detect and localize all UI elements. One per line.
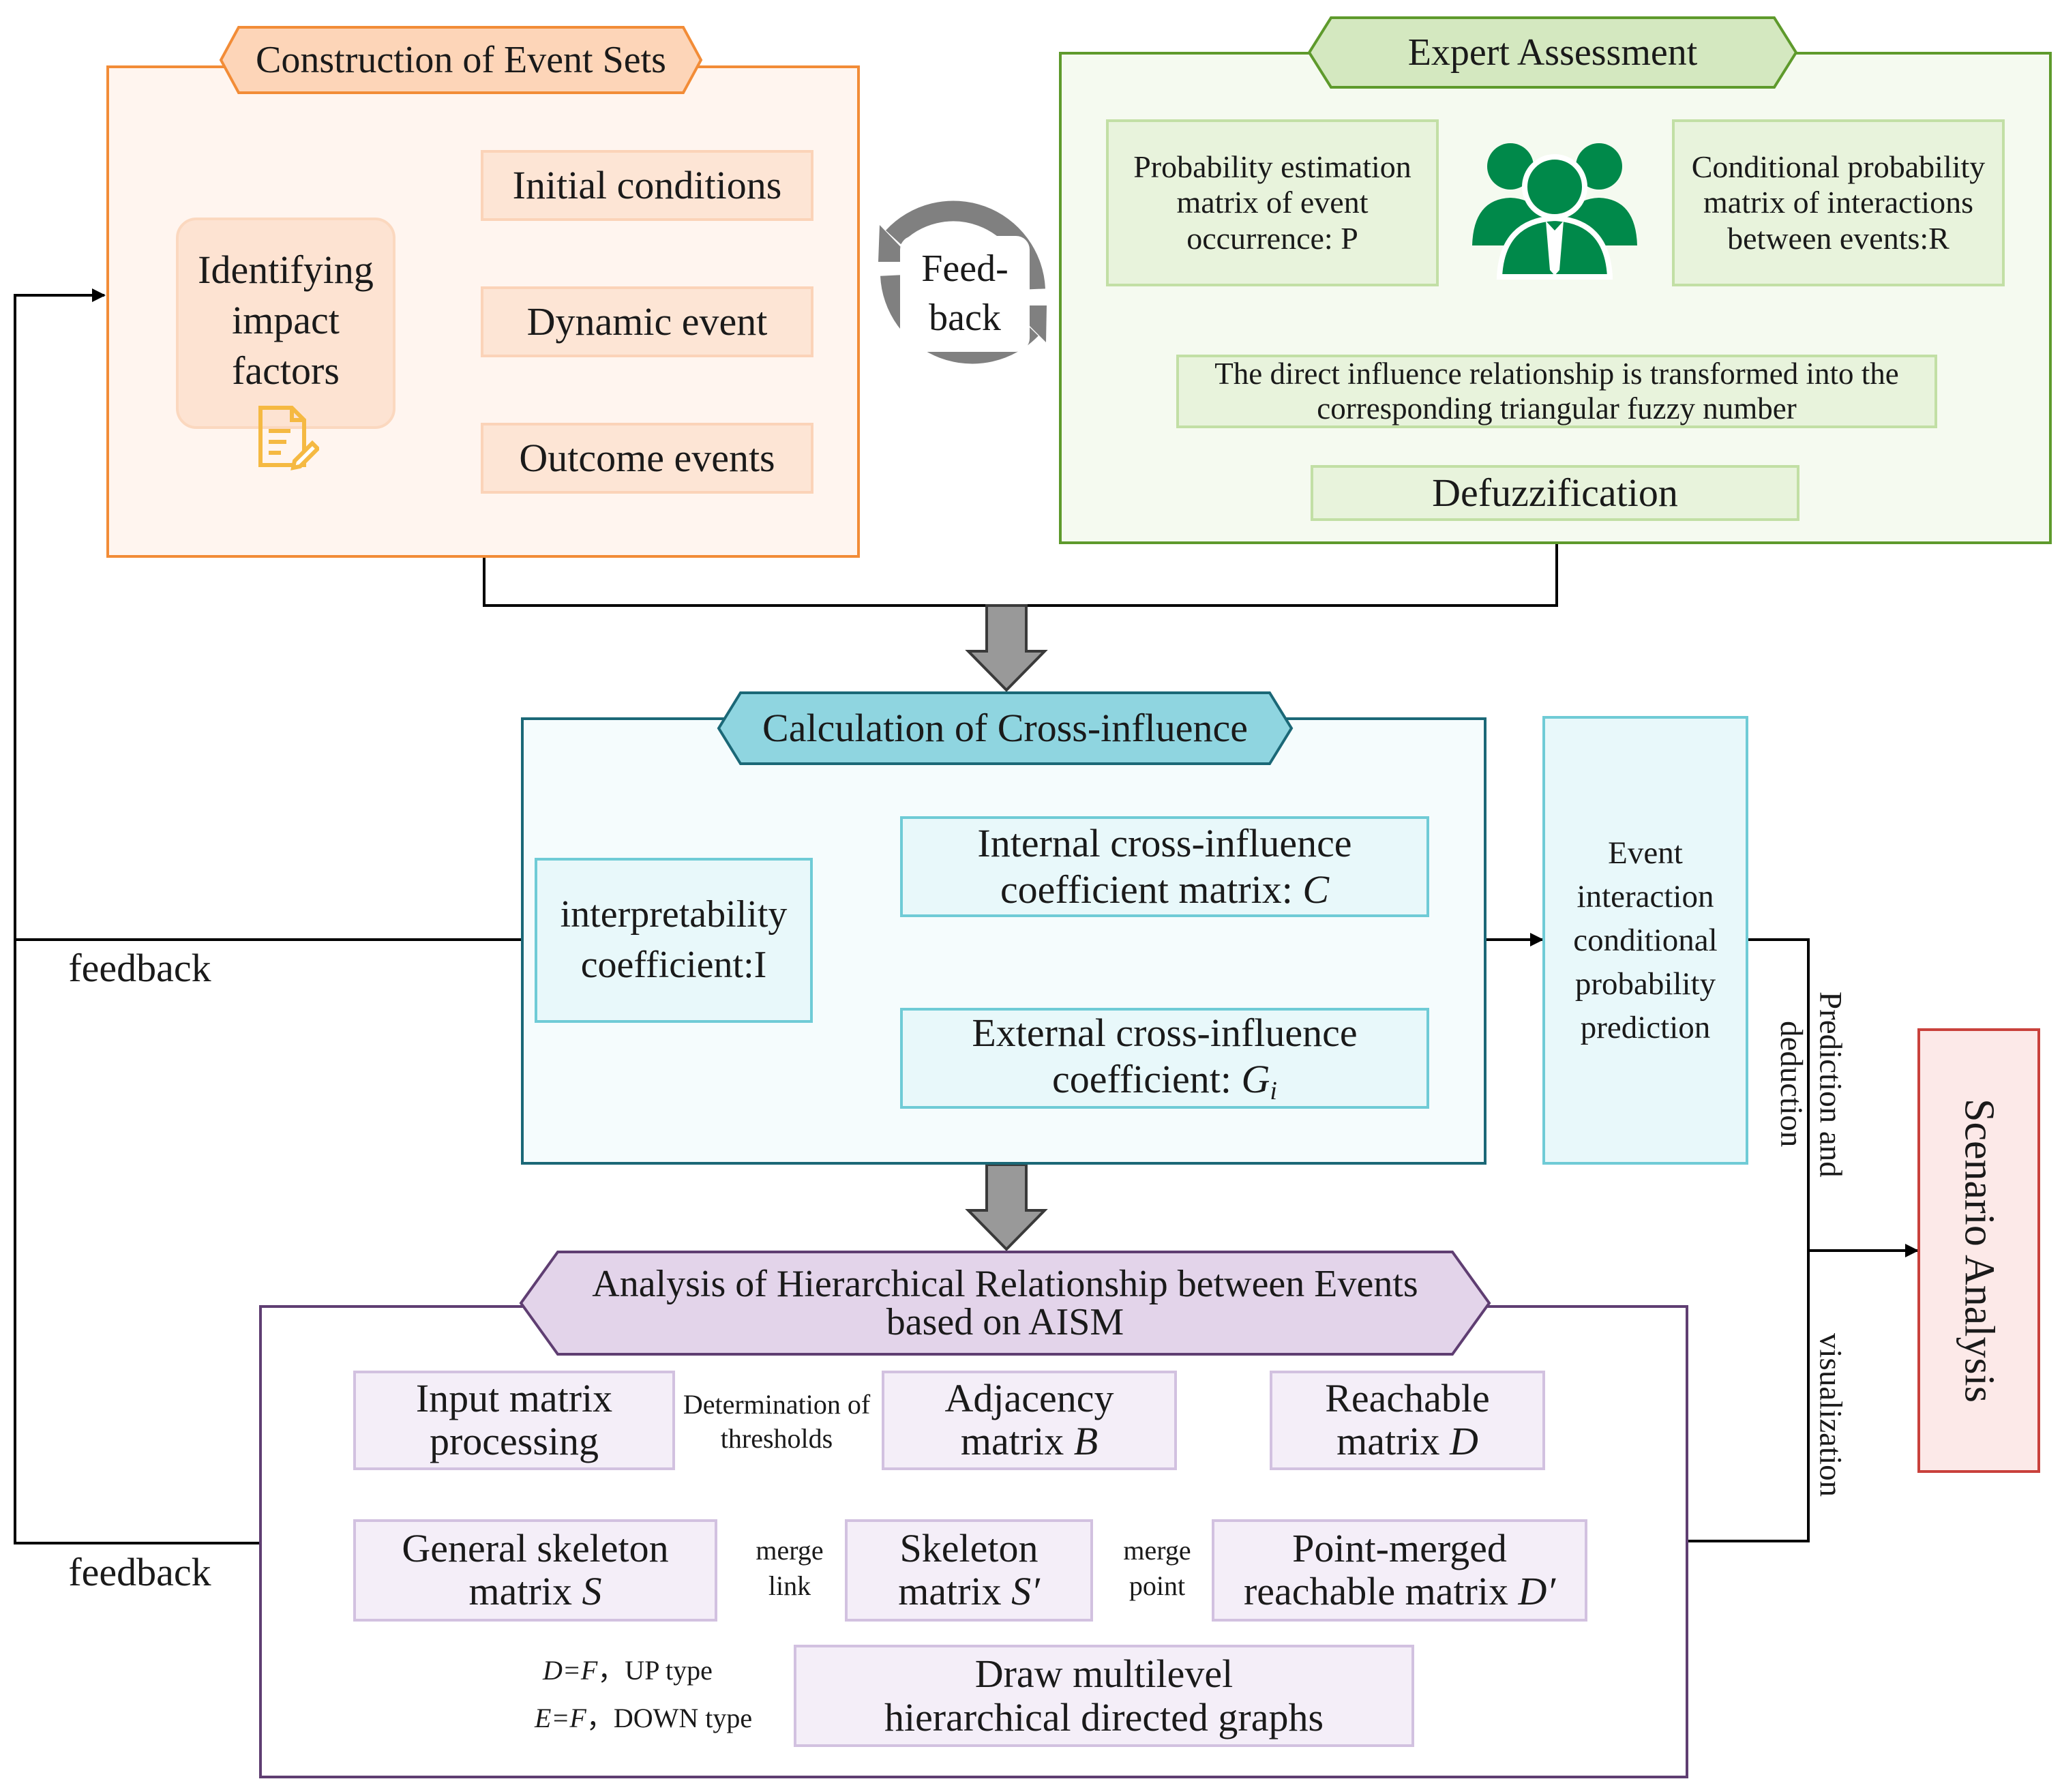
internal-coefficient-text: coefficient matrix:	[1000, 867, 1303, 912]
directed-graphs-box	[794, 1645, 1414, 1747]
reachable-matrix-text: Reachable matrix D	[1289, 1377, 1526, 1463]
expert-title: Expert Assessment	[1407, 31, 1698, 74]
aism-title-line2: based on AISM	[886, 1301, 1124, 1343]
construction-title-banner	[219, 26, 703, 94]
point-merged-matrix-box	[1212, 1519, 1587, 1622]
general-skeleton-symbol: S	[582, 1569, 602, 1613]
skeleton-matrix-label: Skeleton matrix S′	[861, 1519, 1077, 1622]
initial-conditions-label: Initial conditions	[512, 162, 782, 207]
fuzzy-transform-box	[1176, 355, 1937, 428]
feedback-cycle-label: Feed-back	[900, 236, 1030, 352]
defuzzification-box	[1311, 465, 1799, 521]
document-edit-icon	[258, 406, 319, 471]
general-skeleton-label: General skeleton matrix S	[374, 1519, 697, 1622]
probability-matrix-box	[1106, 119, 1439, 286]
interpretability-label: interpretability coefficient:I	[560, 893, 788, 986]
reachable-matrix-words: Reachable matrix	[1325, 1376, 1490, 1463]
up-type-label: D=F，UP type	[543, 1650, 788, 1691]
interpretability-box	[535, 858, 813, 1023]
down-type-equation: E=F	[535, 1703, 586, 1734]
internal-coefficient-label: Internal cross-influence coefficient mat…	[900, 816, 1429, 917]
dynamic-event-box	[481, 286, 813, 357]
internal-coefficient-symbol: C	[1302, 867, 1330, 912]
adjacency-matrix-label: Adjacency matrix B	[900, 1371, 1159, 1470]
aism-title-line1: Analysis of Hierarchical Relationship be…	[592, 1263, 1418, 1305]
external-coefficient-subscript: i	[1270, 1077, 1277, 1106]
people-group-icon	[1472, 143, 1637, 280]
visualization-label: visualization	[1812, 1332, 1849, 1497]
outcome-events-label: Outcome events	[519, 435, 775, 480]
dynamic-event-label: Dynamic event	[526, 299, 768, 344]
cross-title: Calculation of Cross-influence	[762, 705, 1248, 750]
external-coefficient-text: coefficient:	[1052, 1057, 1242, 1102]
reachable-matrix-box	[1270, 1371, 1545, 1470]
reachable-matrix-label: Reachable matrix D	[1289, 1371, 1526, 1470]
point-merged-matrix-text: Point-merged reachable matrix D′	[1221, 1527, 1579, 1613]
scenario-analysis-box	[1917, 1028, 2040, 1473]
outcome-events-box	[481, 423, 813, 494]
feedback-loop-connector	[14, 288, 521, 1544]
down-type-text: ，DOWN type	[586, 1703, 753, 1734]
impact-factors-label: Identifying impact factors	[198, 247, 374, 393]
feedback-label-upper: feedback	[68, 945, 211, 990]
internal-coefficient-line1: Internal cross-influence	[977, 820, 1352, 865]
directed-graphs-label: Draw multilevel hierarchical directed gr…	[884, 1652, 1324, 1739]
external-coefficient-line2: coefficient: Gi	[1052, 1056, 1277, 1107]
adjacency-matrix-symbol: B	[1073, 1419, 1099, 1463]
expert-title-banner	[1307, 16, 1798, 89]
point-merged-matrix-label: Point-merged reachable matrix D′	[1221, 1519, 1579, 1622]
general-skeleton-text: General skeleton matrix S	[374, 1527, 697, 1613]
aism-title-banner	[519, 1251, 1491, 1356]
cross-title-banner	[717, 691, 1294, 765]
scenario-analysis-label: Scenario Analysis	[1956, 1099, 2003, 1403]
reachable-matrix-symbol: D	[1450, 1419, 1478, 1463]
adjacency-matrix-text: Adjacency matrix B	[900, 1377, 1159, 1463]
construction-title: Construction of Event Sets	[256, 38, 666, 81]
down-type-label: E=F，DOWN type	[535, 1698, 794, 1739]
down-arrow-icon	[965, 1163, 1048, 1251]
output-connectors	[1688, 938, 1919, 1542]
internal-coefficient-box	[900, 816, 1429, 917]
point-merged-matrix-symbol: D′	[1518, 1569, 1556, 1613]
merge-link-label: merge link	[756, 1535, 824, 1601]
prediction-box-label: Event interaction conditional probabilit…	[1573, 835, 1718, 1045]
up-type-text: ，UP type	[597, 1655, 713, 1686]
conditional-matrix-label: Conditional probability matrix of intera…	[1691, 149, 1986, 256]
adjacency-matrix-box	[882, 1371, 1177, 1470]
down-arrow-icon	[965, 604, 1048, 692]
threshold-label: Determination of thresholds	[683, 1389, 871, 1454]
general-skeleton-box	[353, 1519, 717, 1622]
aism-title: Analysis of Hierarchical Relationship be…	[518, 1249, 1492, 1357]
point-merged-matrix-words: Point-merged reachable matrix	[1243, 1526, 1519, 1613]
skeleton-matrix-symbol: S′	[1011, 1569, 1040, 1613]
input-matrix-label: Input matrix processing	[415, 1376, 613, 1463]
up-type-equation: D=F	[543, 1655, 598, 1686]
merge-point-label: merge point	[1123, 1535, 1191, 1601]
adjacency-matrix-words: Adjacency matrix	[944, 1376, 1114, 1463]
skeleton-matrix-box	[845, 1519, 1093, 1622]
skeleton-matrix-text: Skeleton matrix S′	[861, 1527, 1077, 1613]
external-coefficient-symbol: G	[1241, 1057, 1270, 1102]
external-coefficient-box	[900, 1008, 1429, 1109]
defuzzification-label: Defuzzification	[1432, 470, 1678, 515]
input-matrix-box	[353, 1371, 675, 1470]
external-coefficient-label: External cross-influence coefficient: Gi	[900, 1008, 1429, 1109]
initial-conditions-box	[481, 150, 813, 221]
impact-factors-box	[176, 218, 395, 429]
internal-coefficient-line2: coefficient matrix: C	[1000, 867, 1329, 913]
probability-matrix-label: Probability estimation matrix of event o…	[1133, 149, 1411, 256]
general-skeleton-words: General skeleton matrix	[402, 1526, 669, 1613]
external-coefficient-line1: External cross-influence	[972, 1010, 1358, 1055]
skeleton-matrix-words: Skeleton matrix	[898, 1526, 1039, 1613]
prediction-deduction-label: Prediction and deduction	[1774, 991, 1849, 1178]
prediction-box	[1542, 716, 1748, 1165]
fuzzy-transform-label: The direct influence relationship is tra…	[1214, 356, 1899, 425]
feedback-label-lower: feedback	[68, 1549, 211, 1594]
conditional-matrix-box	[1672, 119, 2005, 286]
